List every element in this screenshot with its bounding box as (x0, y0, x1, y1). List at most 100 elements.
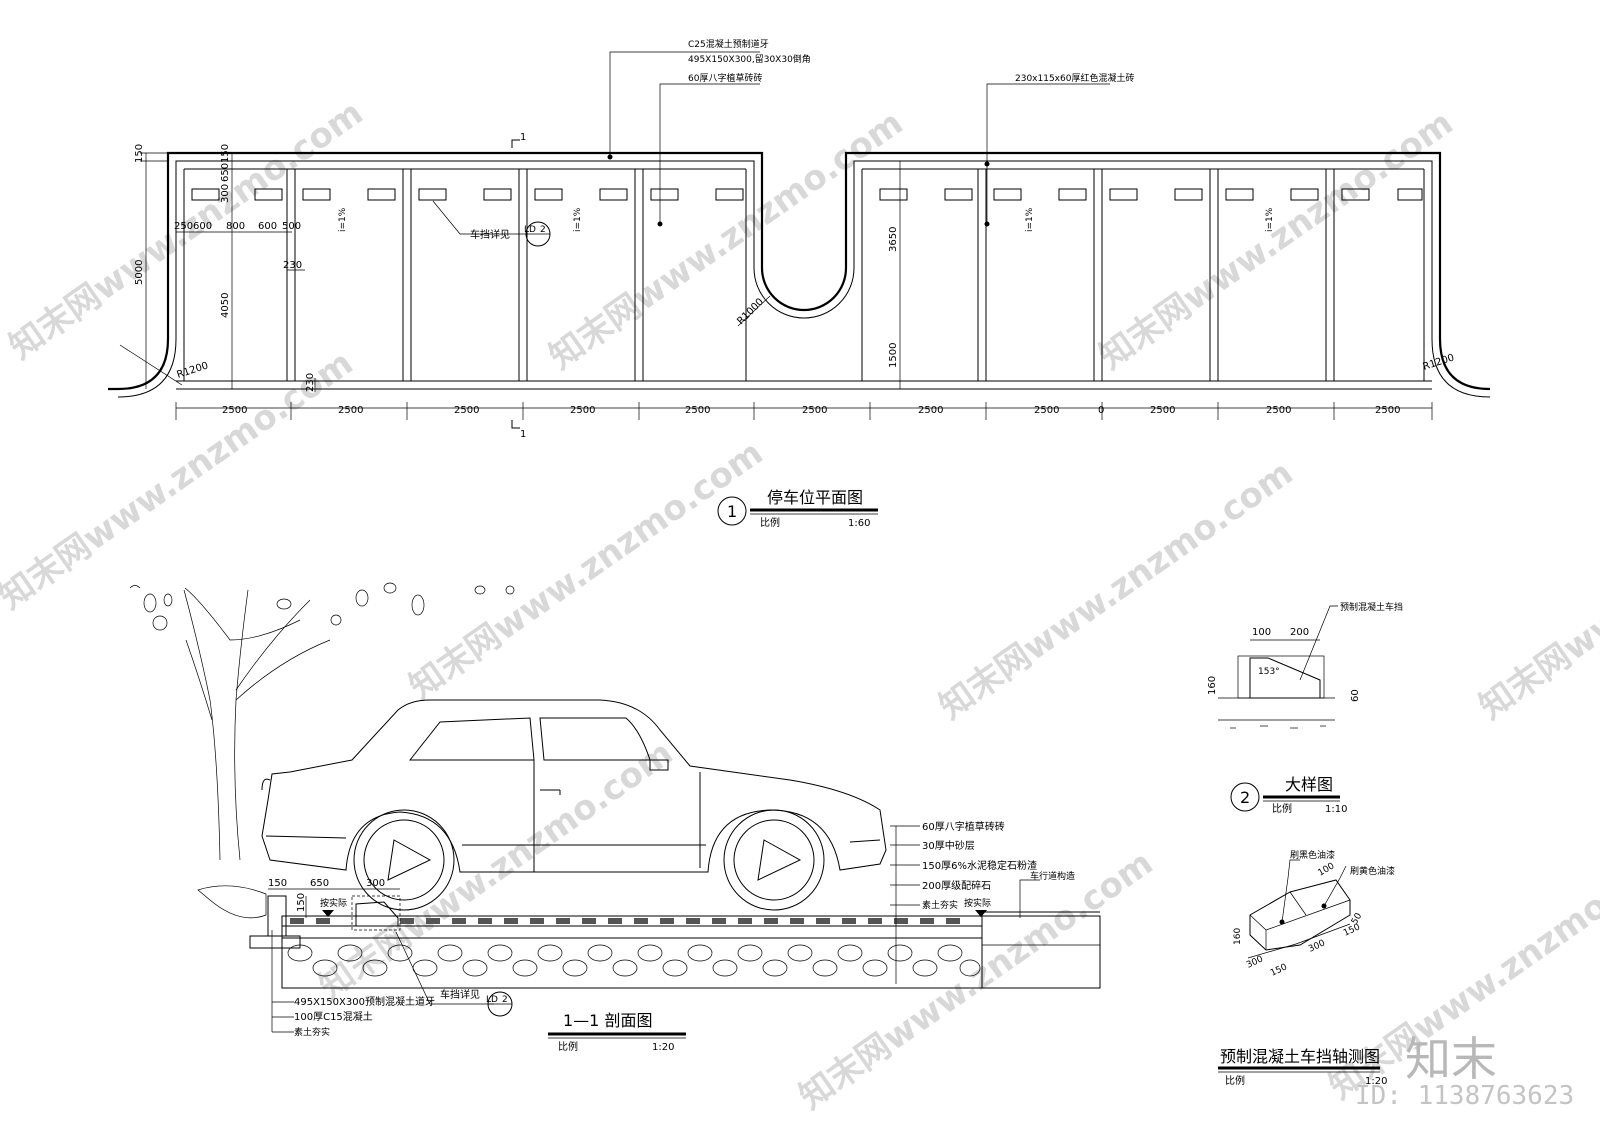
dim-right: 1500 (888, 343, 899, 368)
dim-left-a: 150 (220, 144, 231, 163)
section-mark-bottom: 1 (520, 429, 526, 440)
dim-left-b: 650 (220, 163, 231, 182)
detail-scale: 1:10 (1325, 804, 1347, 815)
dim-left-d: 4050 (220, 293, 231, 318)
leader-dot (607, 154, 613, 160)
plan-scale: 1:60 (848, 518, 870, 529)
axo-dim: 160 (1233, 928, 1243, 945)
axo-paint-black: 刷黑色油漆 (1290, 849, 1335, 861)
plan-title-circle (717, 496, 747, 526)
planter (197, 885, 267, 919)
watermark-logo: 知末 (1405, 1032, 1497, 1086)
section-dim: 300 (366, 878, 385, 889)
detail-scale-label: 比例 (1272, 802, 1292, 815)
road-label: 车行道构造 (1030, 870, 1075, 882)
pavement-section (197, 885, 1101, 989)
dim-row: 250 (174, 221, 193, 232)
dim-bottom: 2500 (918, 405, 943, 416)
leader-dot (657, 221, 663, 227)
slope-label: i=1% (1265, 207, 1275, 232)
watermark-text: 知末网www.znzmo.com (312, 733, 680, 1007)
dim-right: 3650 (888, 227, 899, 252)
axo-dim: 300 (1245, 954, 1265, 970)
plan-scale-label: 比例 (760, 516, 780, 529)
dim-row: 600 (193, 221, 212, 232)
radius-right: R1200 (1422, 352, 1456, 372)
layer-right: 200厚级配碎石 (922, 879, 991, 892)
dim-bottom: 2500 (685, 405, 710, 416)
callout-red-brick: 230x115x60厚红色混凝土砖 (1015, 72, 1134, 84)
plan-view: C25混凝土预制道牙 495X150X300,留30X30倒角 60厚八字植草砖… (108, 38, 1491, 529)
section-dim: 650 (310, 878, 329, 889)
dim-bottom: 2500 (1266, 405, 1291, 416)
gravel-pattern (287, 944, 981, 977)
section-title: 1—1 剖面图 (563, 1011, 652, 1030)
dim-ticks (175, 402, 1433, 420)
dim-left-total: 5000 (134, 260, 145, 285)
dim-row: 600 (258, 221, 277, 232)
tree (129, 582, 515, 861)
axo-dim: 100 (1317, 861, 1337, 878)
section-cut-bottom (511, 420, 520, 429)
layer-left: 素土夯实 (294, 1026, 330, 1038)
detail-dim: 100 (1252, 627, 1271, 638)
wheel-stop-profile (1249, 657, 1321, 699)
leader-curb (609, 51, 760, 158)
slope-label: i=1% (338, 207, 348, 232)
stop-ref-leader (395, 931, 494, 1005)
leader-dot (984, 221, 990, 227)
watermark-text: 知末网www.znzmo.com (542, 103, 910, 377)
callout-curb-size: 495X150X300,留30X30倒角 (688, 53, 811, 65)
car (261, 699, 887, 911)
dim-bottom: 2500 (570, 405, 595, 416)
layer-left: 495X150X300预制混凝土道牙 (294, 995, 435, 1008)
detail-dim: 200 (1290, 627, 1309, 638)
callout-curb: C25混凝土预制道牙 (688, 38, 769, 50)
detail-label: 预制混凝土车挡 (1340, 601, 1403, 613)
axo-scale-label: 比例 (1225, 1074, 1245, 1087)
section-mark-top: 1 (520, 132, 526, 143)
leader-stop (432, 200, 526, 235)
watermark-text: 知末网www.znzmo.com (402, 433, 770, 707)
axo-dim: 150 (1269, 962, 1289, 978)
road-leader (1019, 879, 1040, 918)
wheel-stops (191, 188, 1423, 201)
layer-right: 60厚八字植草砖砖 (922, 820, 1005, 833)
section-ld: LD (486, 995, 498, 1005)
dim-aisle: 230 (305, 373, 316, 392)
detail-dim: 160 (1207, 676, 1218, 695)
leader-dot (984, 161, 990, 167)
leader-grass (659, 83, 760, 224)
section-dim-vertical: 150 (296, 893, 307, 912)
wheel-stop-section (351, 895, 401, 931)
plan-boundary-outer (108, 151, 1491, 391)
dim-bottom: 2500 (1375, 405, 1400, 416)
watermark-text: 知末网www.znzmo.com (1472, 453, 1600, 727)
watermark-text: 知末网www.znzmo.com (1092, 103, 1460, 377)
watermark-text: 知末网www.znzmo.com (932, 453, 1300, 727)
dim-left-c: 300 (220, 184, 231, 203)
leader-brick (986, 83, 1110, 224)
detail-title-no: 2 (1240, 788, 1250, 807)
axo-view: 刷黑色油漆 刷黄色油漆 160 300 300 150 150 100 50 预… (1218, 849, 1395, 1087)
detail-ref-no: 2 (540, 225, 546, 235)
section-scale: 1:20 (652, 1042, 674, 1053)
section-stop-ref: 车挡详见 (440, 988, 480, 1001)
slope-label: i=1% (573, 207, 583, 232)
dim-row: 500 (282, 221, 301, 232)
watermark-id: ID: 1138763623 (1355, 1081, 1574, 1111)
section-ld-no: 2 (502, 995, 508, 1005)
dim-divider: 230 (283, 260, 302, 271)
slope-label: i=1% (1025, 207, 1035, 232)
dim-left-top: 150 (134, 144, 145, 163)
axo-scale: 1:20 (1365, 1076, 1387, 1087)
axo-stop (1249, 879, 1351, 951)
detail-title: 大样图 (1285, 775, 1333, 794)
dim-bottom-zero: 0 (1098, 405, 1104, 416)
plan-boundary-inner (117, 160, 1491, 398)
radius-mid: R1000 (735, 296, 766, 327)
section-scale-label: 比例 (558, 1040, 578, 1053)
stall-dividers (286, 169, 1335, 381)
detail-view: 153° 100 200 160 60 预制混凝土车挡 2 大样图 比例 1:1… (1207, 601, 1403, 815)
